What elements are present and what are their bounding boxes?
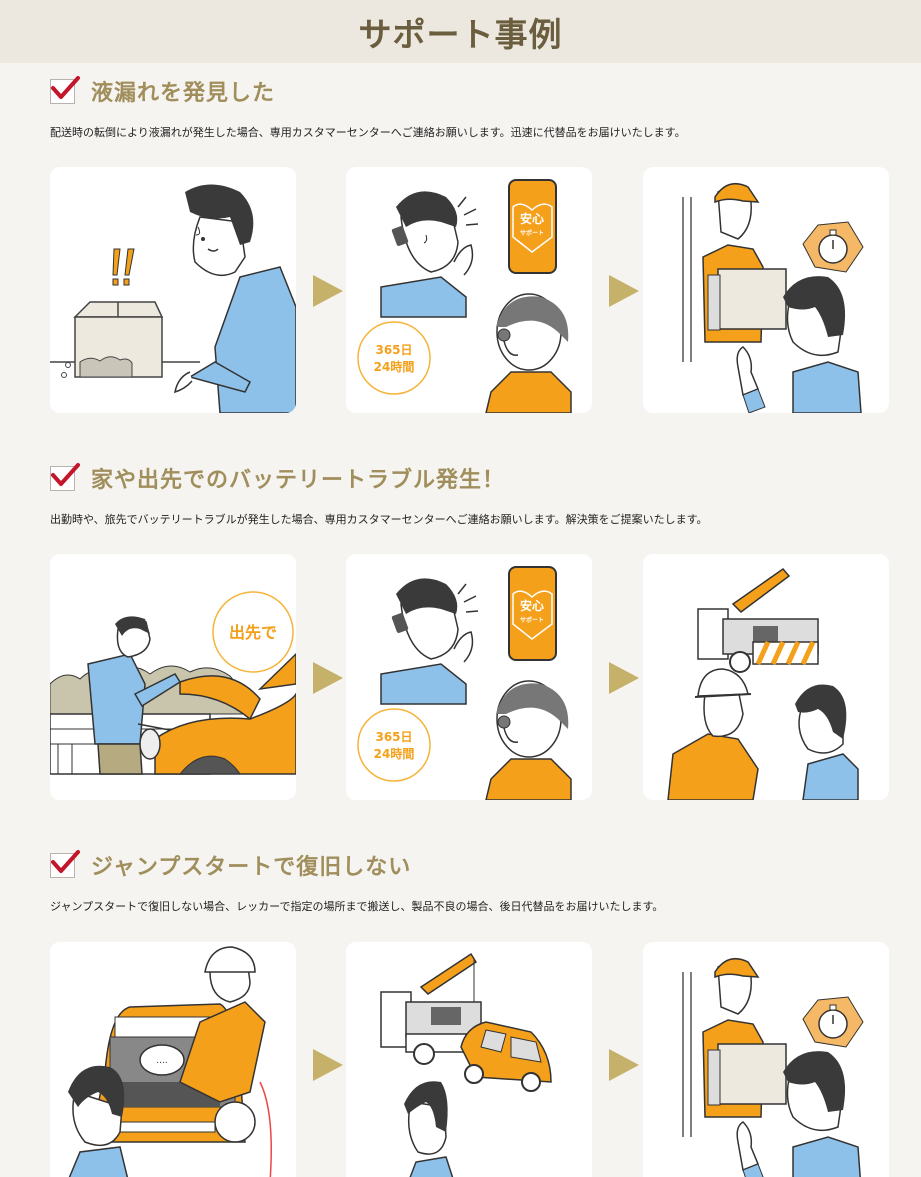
section-description: ジャンプスタートで復旧しない場合、レッカーで指定の場所まで搬送し、製品不良の場合… (50, 900, 664, 913)
tow-truck-carrying-car-illustration (380, 952, 552, 1177)
courier-delivering-replacement-illustration (682, 182, 864, 413)
svg-text:24時間: 24時間 (374, 746, 415, 761)
outside-location-badge: 出先で (212, 591, 294, 673)
smartphone-app-icon: 安心 サポート (508, 566, 557, 661)
customer-calling-support-illustration: 安心 サポート 365日 24時間 (357, 566, 572, 800)
section-description: 配送時の転倒により液漏れが発生した場合、専用カスタマーセンターへご連絡お願いしま… (50, 126, 686, 139)
step-card-call-support: 安心 サポート 365日 24時間 (346, 554, 592, 800)
section-title: 液漏れを発見した (91, 81, 276, 106)
mechanic-jump-starting-car-illustration: .... (68, 946, 272, 1177)
next-step-arrow-icon (313, 662, 343, 694)
man-checking-car-engine-illustration: 出先で (50, 591, 296, 775)
step-card-battery-trouble-outside: 出先で (50, 554, 296, 800)
stopwatch-icon (802, 996, 864, 1048)
svg-text:サポート: サポート (520, 229, 544, 237)
next-step-arrow-icon (609, 275, 639, 307)
section-title: ジャンプスタートで復旧しない (91, 855, 412, 880)
svg-text:365日: 365日 (375, 343, 412, 357)
step-card-roadside-consult (643, 554, 889, 800)
svg-text:24時間: 24時間 (374, 359, 415, 374)
next-step-arrow-icon (313, 1049, 343, 1081)
checkmark-icon (50, 849, 80, 878)
page-title: サポート事例 (358, 14, 563, 54)
customer-calling-support-illustration: 安心 サポート 365日 24時間 (357, 179, 572, 413)
step-card-replacement-delivery (643, 942, 889, 1177)
stopwatch-icon (802, 221, 864, 273)
section-battery-trouble: 家や出先でのバッテリートラブル発生！ 出勤時や、旅先でバッテリートラブルが発生し… (0, 461, 921, 811)
svg-text:安心: 安心 (520, 211, 544, 226)
courier-delivering-replacement-illustration (682, 957, 864, 1177)
svg-text:出先で: 出先で (229, 623, 277, 642)
man-finding-leaking-box-illustration (50, 184, 296, 413)
section-heading: 液漏れを発見した (50, 74, 275, 108)
exclamation-marks-icon (112, 248, 135, 286)
checkmark-icon (50, 462, 80, 491)
section-heading: 家や出先でのバッテリートラブル発生！ (50, 461, 505, 495)
section-heading: ジャンプスタートで復旧しない (50, 848, 411, 882)
tow-truck-icon (697, 567, 819, 673)
page-header: サポート事例 (0, 0, 921, 63)
smartphone-app-icon: 安心 サポート (508, 179, 557, 274)
checkmark-icon (50, 75, 80, 104)
next-step-arrow-icon (609, 1049, 639, 1081)
24-hours-badge: 365日 24時間 (357, 321, 431, 395)
step-card-call-support: 安心 サポート 365日 24時間 (346, 167, 592, 413)
svg-text:....: .... (156, 1056, 167, 1066)
step-card-leak-found (50, 167, 296, 413)
section-description: 出勤時や、旅先でバッテリートラブルが発生した場合、専用カスタマーセンターへご連絡… (50, 513, 708, 526)
svg-text:365日: 365日 (375, 730, 412, 744)
section-jump-start-failed: ジャンプスタートで復旧しない ジャンプスタートで復旧しない場合、レッカーで指定の… (0, 848, 921, 1177)
24-hours-badge: 365日 24時間 (357, 708, 431, 782)
svg-text:安心: 安心 (520, 598, 544, 613)
step-card-replacement-delivery (643, 167, 889, 413)
next-step-arrow-icon (609, 662, 639, 694)
step-card-tow-transport (346, 942, 592, 1177)
section-liquid-leak: 液漏れを発見した 配送時の転倒により液漏れが発生した場合、専用カスタマーセンター… (0, 74, 921, 424)
step-card-jump-start: .... (50, 942, 296, 1177)
tow-truck-icon (380, 952, 482, 1065)
tow-truck-worker-consulting-illustration (667, 567, 859, 800)
section-title: 家や出先でのバッテリートラブル発生！ (91, 468, 506, 493)
svg-text:サポート: サポート (520, 616, 544, 624)
next-step-arrow-icon (313, 275, 343, 307)
